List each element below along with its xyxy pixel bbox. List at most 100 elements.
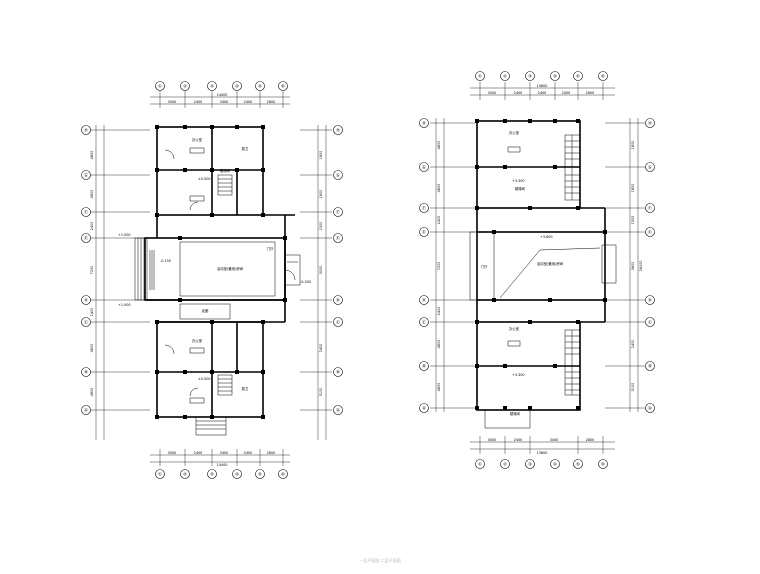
left-col-bubble-5: ⑤ (258, 84, 262, 89)
right-row-bubble-l4: Ⓔ (422, 229, 427, 236)
right-plan-labels: 办公室 楼梯间 活动室(兼用)房间 门厅 办公室 楼梯间 +3.600 +3.3… (481, 130, 564, 416)
right-bottom-bubble-2: ② (503, 462, 507, 467)
left-plan-right-bubble-3: Ⓕ (336, 209, 341, 216)
right-left-dim-3: 2400 (437, 216, 441, 225)
left-plan-labels: 办公室 厨卫 活动室(兼用)房间 门厅 楼梯间 走廊 办公室 厨卫 +1.000… (118, 137, 311, 404)
left-side-dim-6: 4800 (90, 344, 94, 353)
left-level-3: -0.300 (300, 280, 311, 284)
left-plan-walls (134, 126, 301, 436)
left-plan-right-bubble-6: Ⓒ (336, 319, 341, 326)
right-bottom-dim-1: 3000 (488, 438, 497, 442)
left-side-axis: Ⓗ Ⓖ Ⓕ Ⓔ Ⓓ Ⓒ Ⓑ Ⓐ 4800 4800 2400 7200 2400… (81, 125, 150, 440)
left-bottom-bubble-1: ① (158, 472, 162, 477)
left-plan-right-bubble-5: Ⓓ (336, 297, 341, 304)
right-left-dim-7: 4800 (437, 383, 441, 392)
right-level-3: +3.300 (512, 373, 525, 377)
left-level-5: ±0.000 (198, 177, 211, 181)
left-side-dim-1: 4800 (90, 151, 94, 160)
right-top-dim-2: 2400 (514, 91, 523, 95)
right-right-dim-5: 2400 (631, 340, 635, 349)
right-bottom-bubble-5: ⑤ (576, 462, 580, 467)
right-left-dim-4: 7200 (437, 262, 441, 271)
right-row-bubble-l2: Ⓖ (422, 164, 427, 171)
left-plan-right-bubble-7: Ⓑ (336, 369, 341, 376)
left-bottom-bubble-5: ⑤ (258, 472, 262, 477)
right-bottom-bubble-4: ④ (553, 462, 557, 467)
left-side-dim-3: 2400 (90, 222, 94, 231)
left-top-dim-4: 2400 (244, 100, 253, 104)
left-plan-right-dim-4: 3000 (319, 266, 323, 275)
right-left-dim-1: 4800 (437, 141, 441, 150)
left-level-6: ±0.000 (198, 377, 211, 381)
right-row-bubble-r7: Ⓑ (648, 363, 653, 370)
right-row-bubble-r2: Ⓖ (648, 164, 653, 171)
right-level-1: +3.600 (540, 235, 553, 239)
left-row-bubble-8: Ⓐ (84, 407, 89, 414)
left-bottom-dim-4: 2400 (244, 451, 253, 455)
left-side-dim-2: 4800 (90, 190, 94, 199)
left-bottom-dim-1: 3000 (168, 451, 177, 455)
left-room-label-wc-north: 厨卫 (242, 146, 249, 151)
right-col-bubble-5: ⑤ (576, 74, 580, 79)
left-room-label-wc-south: 厨卫 (242, 386, 249, 391)
right-top-dim-4: 2000 (562, 91, 571, 95)
right-right-dim-2: 1800 (631, 184, 635, 193)
left-side-dim-7: 4800 (90, 388, 94, 397)
right-row-bubble-l3: Ⓕ (422, 205, 427, 212)
left-plan-right-dim-1: 1800 (319, 151, 323, 160)
right-col-bubble-1: ① (478, 74, 482, 79)
left-col-bubble-4: ④ (235, 84, 239, 89)
right-left-dim-2: 4800 (437, 184, 441, 193)
right-right-dim-1: 1800 (631, 141, 635, 150)
right-col-bubble-6: ⑥ (601, 74, 605, 79)
right-bottom-dim-4: 2800 (586, 438, 595, 442)
right-right-dim-4: 3600 (631, 262, 635, 271)
left-plan-right-dim-5: 2400 (319, 344, 323, 353)
right-row-bubble-l5: Ⓓ (422, 297, 427, 304)
right-room-label-stair-south: 楼梯间 (510, 411, 521, 416)
right-room-label-office-north: 办公室 (509, 130, 520, 135)
right-left-dim-6: 4800 (437, 340, 441, 349)
right-col-bubble-4: ④ (553, 74, 557, 79)
left-room-label-office-south: 办公室 (192, 338, 203, 343)
right-row-bubble-r1: Ⓗ (648, 120, 653, 127)
left-top-dim-1: 3000 (168, 100, 177, 104)
left-top-dim-2: 2400 (194, 100, 203, 104)
left-bottom-bubble-4: ④ (235, 472, 239, 477)
left-plan-right-axis: Ⓗ Ⓖ Ⓕ Ⓔ Ⓓ Ⓒ Ⓑ Ⓐ 1800 1800 1500 3000 2400… (300, 125, 343, 440)
left-top-total-dim: 14400 (217, 93, 228, 97)
left-bottom-bubble-6: ⑥ (281, 472, 285, 477)
left-row-bubble-5: Ⓓ (84, 297, 89, 304)
right-right-total-dim: 26000 (639, 261, 643, 272)
right-bottom-dim-2: 2400 (514, 438, 523, 442)
right-bottom-total-dim: 13800 (537, 451, 548, 455)
left-level-4: +1.000 (118, 303, 131, 307)
left-row-bubble-3: Ⓕ (84, 209, 89, 216)
left-plan-right-dim-2: 1800 (319, 190, 323, 199)
sheet-caption: 一层平面图 二层平面图 (359, 557, 400, 563)
right-top-dim-1: 3000 (488, 91, 497, 95)
right-row-bubble-l7: Ⓑ (422, 363, 427, 370)
right-room-label-hall: 活动室(兼用)房间 (537, 261, 564, 266)
left-col-bubble-1: ① (158, 84, 162, 89)
left-bottom-total-dim: 14400 (217, 463, 228, 467)
right-col-bubble-2: ② (503, 74, 507, 79)
right-row-bubble-l6: Ⓒ (422, 319, 427, 326)
left-plan-right-bubble-8: Ⓐ (336, 407, 341, 414)
left-level-2: -0.150 (160, 259, 171, 263)
left-plan-right-dim-6: 5100 (319, 388, 323, 397)
left-room-label-corridor: 走廊 (202, 308, 209, 313)
left-plan-right-bubble-1: Ⓗ (336, 127, 341, 134)
right-right-dim-6: 5100 (631, 383, 635, 392)
right-col-bubble-3: ③ (528, 74, 532, 79)
right-left-dim-5: 2400 (437, 307, 441, 316)
right-right-dim-3: 1500 (631, 216, 635, 225)
right-row-bubble-r4: Ⓔ (648, 229, 653, 236)
right-side-axes: Ⓗ Ⓖ Ⓕ Ⓔ Ⓓ Ⓒ Ⓑ Ⓐ Ⓗ Ⓖ Ⓕ Ⓔ Ⓓ Ⓒ Ⓑ Ⓐ 4800 480… (419, 118, 655, 413)
left-col-bubble-6: ⑥ (281, 84, 285, 89)
left-row-bubble-2: Ⓖ (84, 172, 89, 179)
right-level-2: +3.300 (512, 179, 525, 183)
right-top-axis: ① ② ③ ④ ⑤ ⑥ 13800 3000 2400 2400 2000 28… (470, 71, 615, 100)
